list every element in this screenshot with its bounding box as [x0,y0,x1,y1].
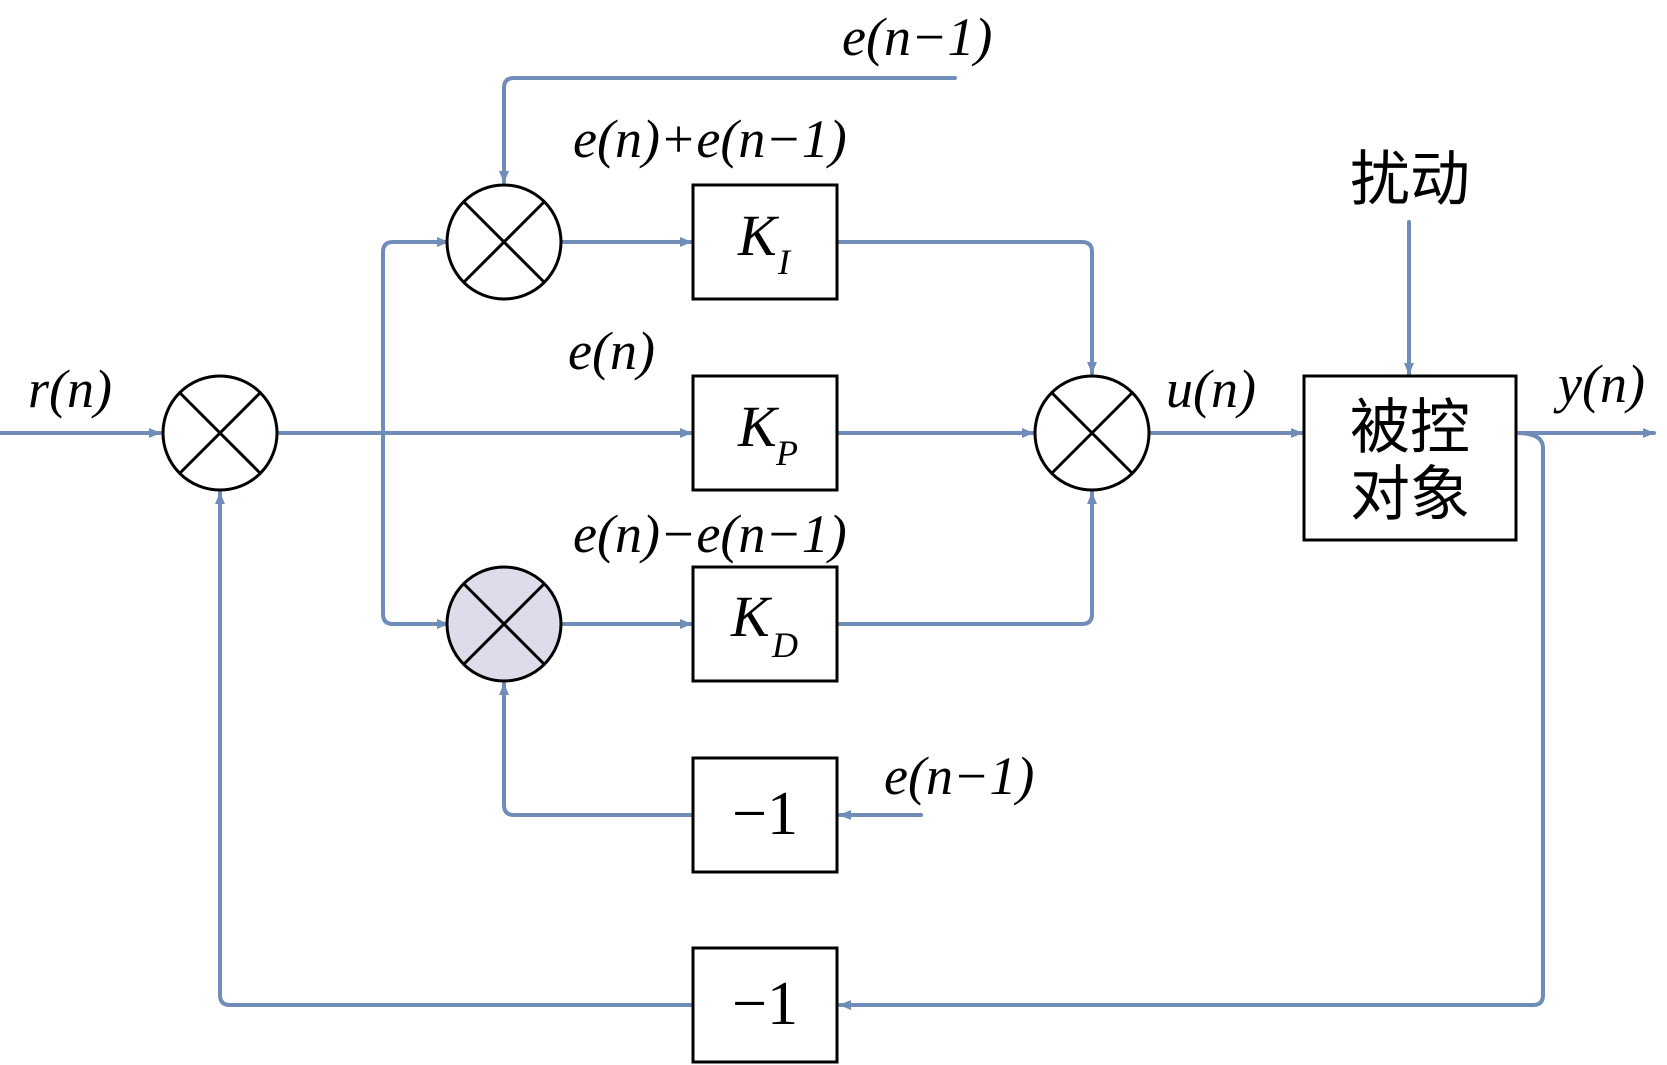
negate-block-derivative: −1 [691,756,839,874]
output-signal-label: y(n) [1553,354,1645,414]
kd-block: K D [691,565,839,683]
plant-label-line1: 被控 [1350,393,1470,463]
reference-signal-label: r(n) [28,359,112,419]
kp-gain-symbol: K [737,394,780,459]
kd-gain-symbol: K [730,584,773,649]
input-sum-junction [161,374,279,492]
negate-block-feedback: −1 [691,946,839,1064]
wire-neg-to-d-sum [499,682,693,817]
control-signal-label: u(n) [1166,359,1256,419]
derivative-sum-junction [445,565,563,683]
negate-feedback-label: −1 [732,970,798,1038]
wire-branch-to-d-sum [381,431,450,629]
wire-feedback-to-input-sum [215,491,693,1007]
kp-gain-subscript: P [775,433,798,473]
kp-block: K P [691,374,839,492]
negate-derivative-label: −1 [732,780,798,848]
derivative-diff-label: e(n)−e(n−1) [573,504,847,564]
ki-gain-subscript: I [777,242,792,282]
wire-branch-to-i-sum [381,237,450,435]
signal-wires [0,76,1656,1010]
wire-prev-error-top [499,76,957,184]
ki-block: K I [691,183,839,301]
prev-error-label-bottom: e(n−1) [884,746,1034,806]
plant-block: 被控 对象 [1302,374,1518,542]
plant-label-line2: 对象 [1350,460,1470,530]
integral-sum-junction [445,183,563,301]
ki-gain-symbol: K [737,203,780,268]
error-label: e(n) [568,321,655,381]
disturbance-label: 扰动 [1350,145,1470,215]
output-sum-junction [1033,374,1151,492]
wire-ki-to-u-sum [836,240,1097,375]
integral-sum-label: e(n)+e(n−1) [573,109,847,169]
kd-gain-subscript: D [771,625,798,665]
wire-feedback-to-neg [838,431,1545,1010]
prev-error-label-top: e(n−1) [842,7,992,67]
wire-kd-to-u-sum [836,491,1097,626]
